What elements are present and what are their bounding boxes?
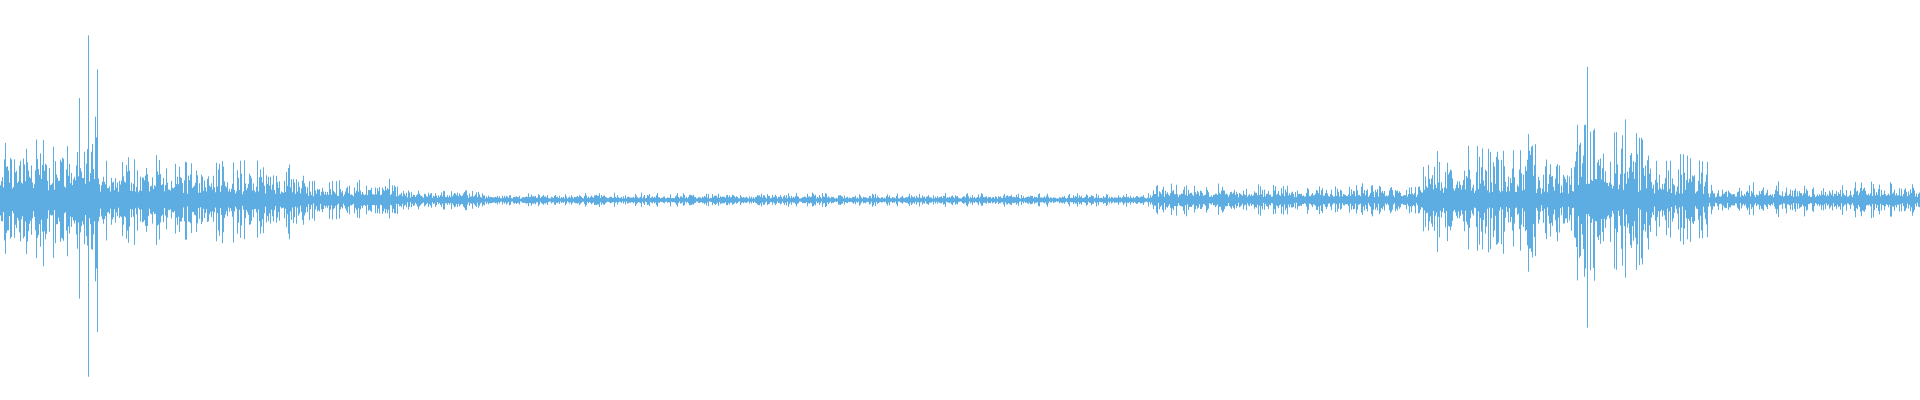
waveform-trace [0,35,1920,377]
